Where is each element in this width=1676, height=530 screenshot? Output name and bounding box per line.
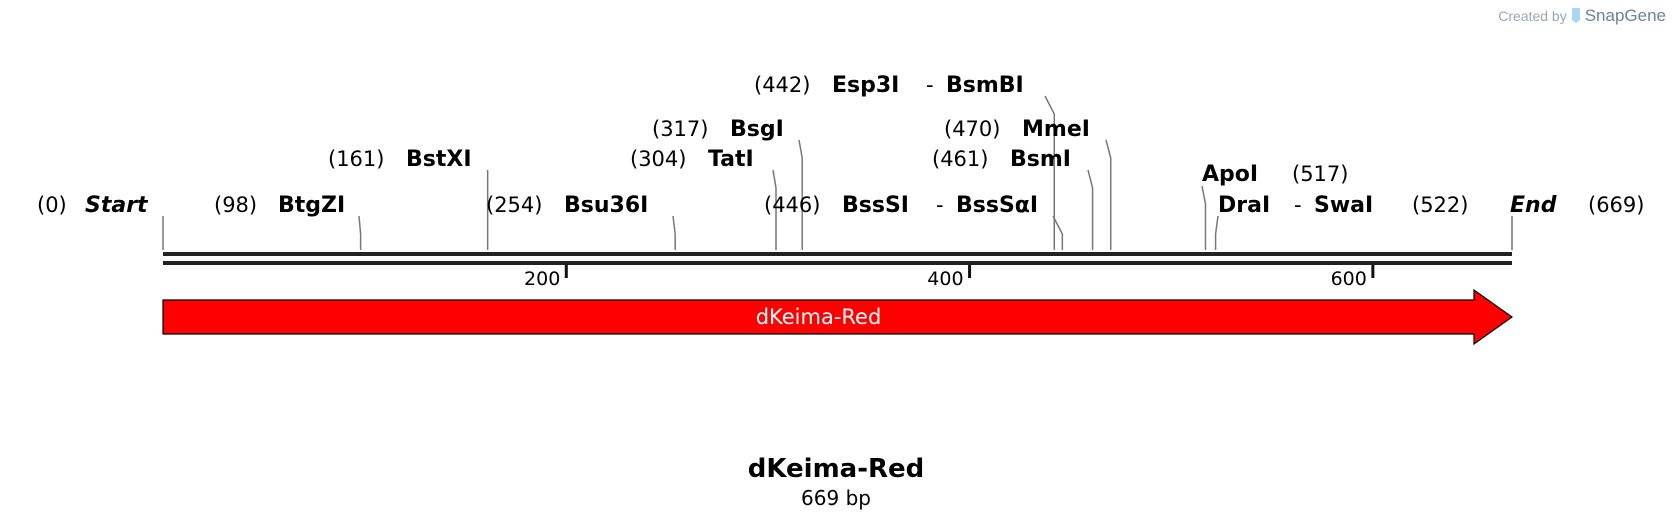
site-name: Start [85,193,149,218]
site-bsssi[interactable]: (446) BssSI - BssSαI [764,193,1038,218]
site-bsmi[interactable]: (461) BsmI [932,147,1071,172]
enzyme-name: BsmI [1010,147,1071,172]
leader-line-drai [1214,215,1219,250]
leader-line-apoi [1201,185,1207,250]
isoschizomer-name: BssSαI [956,193,1038,218]
site-position: (470) [944,117,1000,141]
snapgene-logo-icon [1571,8,1580,23]
backbone [163,252,1512,265]
site-position: (0) [37,193,67,217]
site-bsu36i[interactable]: (254) Bsu36I [486,193,648,218]
backbone-bottom-strand [163,261,1512,265]
snapgene-credit: Created by SnapGene [1498,6,1666,26]
site-leaders [162,95,1513,250]
leader-line-btgzi [358,215,362,250]
enzyme-name: DraI [1218,193,1270,218]
leader-line-bsgi [798,139,803,250]
site-drai[interactable]: DraI - SwaI (522) [1218,193,1468,218]
site-position: (669) [1588,193,1644,217]
enzyme-name: Esp3I [832,73,899,98]
feature-label: dKeima-Red [756,305,882,329]
isoschizomer-name: BsmBI [946,73,1024,98]
site-position: (522) [1412,193,1468,217]
leader-line-bsmi [1087,169,1094,250]
site-name: End [1510,193,1557,218]
site-position: (461) [932,147,988,171]
site-bstxi[interactable]: (161) BstXI [328,147,472,172]
site-position: (304) [630,147,686,171]
site-position: (442) [754,73,810,97]
tick-label-200: 200 [524,268,560,290]
enzyme-name: Bsu36I [564,193,648,218]
site-position: (446) [764,193,820,217]
leader-line-bsu36i [672,215,676,250]
feature-arrow[interactable] [162,288,1514,346]
isoschizomer-separator: - [936,193,944,217]
backbone-top-strand [163,252,1512,256]
tick-mark-200 [564,265,568,278]
tick-mark-400 [968,265,972,278]
site-tati[interactable]: (304) TatI [630,147,754,172]
site-position: (317) [652,117,708,141]
leader-line-bsssi [1052,215,1064,250]
enzyme-name: BsgI [730,117,784,142]
feature-dkeima-red[interactable]: dKeima-Red [162,288,1514,346]
enzyme-name: BstXI [406,147,472,172]
site-bsgi[interactable]: (317) BsgI [652,117,784,142]
isoschizomer-separator: - [1294,193,1302,217]
site-mmei[interactable]: (470) MmeI [944,117,1090,142]
enzyme-name: ApoI [1202,162,1258,187]
leader-line-esp3i [1044,95,1056,250]
leader-line-tati [772,169,777,250]
isoschizomer-name: SwaI [1314,193,1373,218]
map-title-block: dKeima-Red 669 bp [748,454,925,510]
map-length: 669 bp [801,486,871,510]
enzyme-name: TatI [708,147,754,172]
tick-mark-600 [1371,265,1375,278]
site-btgzi[interactable]: (98) BtgZI [214,193,345,218]
site-position: (254) [486,193,542,217]
map-title: dKeima-Red [748,454,925,484]
site-position: (161) [328,147,384,171]
isoschizomer-separator: - [926,73,934,97]
leader-line-mmei [1105,139,1112,250]
enzyme-name: BtgZI [278,193,345,218]
site-apoi[interactable]: ApoI (517) [1202,162,1348,187]
tick-label-400: 400 [927,268,963,290]
site-labels: (0) Start (98) BtgZI (161) BstXI (254) B… [37,73,1644,218]
site-esp3i[interactable]: (442) Esp3I - BsmBI [754,73,1024,98]
ruler-ticks: 200 400 600 [524,265,1375,290]
credit-brand: SnapGene [1584,6,1666,25]
site-end[interactable]: End (669) [1510,193,1644,218]
enzyme-name: MmeI [1022,117,1090,142]
credit-prefix: Created by [1498,8,1567,24]
site-start[interactable]: (0) Start [37,193,149,218]
enzyme-name: BssSI [842,193,909,218]
site-position: (98) [214,193,257,217]
tick-label-600: 600 [1331,268,1367,290]
site-position: (517) [1292,162,1348,186]
